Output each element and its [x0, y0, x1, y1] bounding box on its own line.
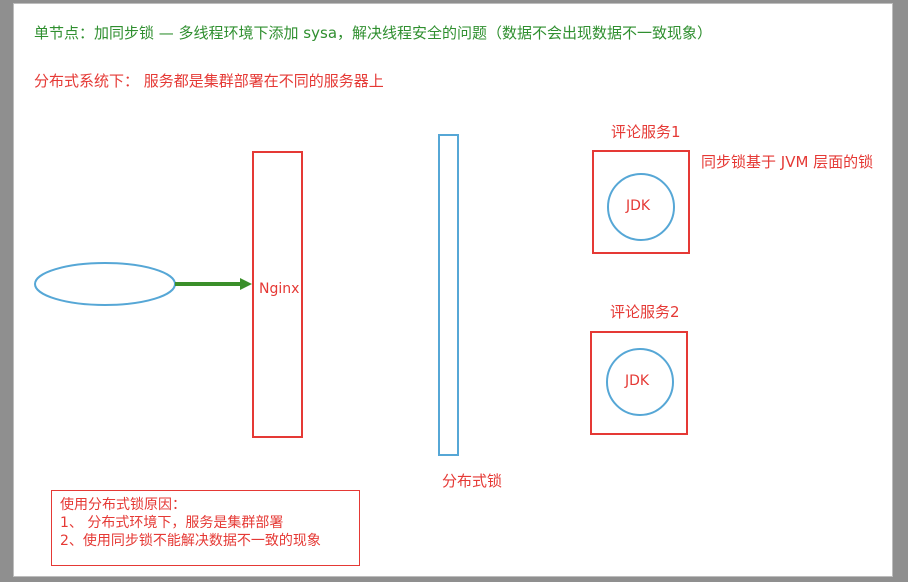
service-1-box: [592, 150, 690, 254]
service-2-jdk-circle: [606, 348, 674, 416]
sync-lock-note: 同步锁基于 JVM 层面的锁: [701, 153, 874, 171]
reasons-item-2: 2、使用同步锁不能解决数据不一致的现象: [60, 533, 321, 549]
request-arrow: [175, 278, 252, 290]
client-to-nginx-svg: [34, 262, 252, 306]
service-2-jdk-label: JDK: [625, 373, 650, 389]
header-line-1: 单节点：加同步锁 — 多线程环境下添加 sysa，解决线程安全的问题（数据不会出…: [34, 24, 713, 42]
service-1-jdk-label: JDK: [626, 198, 651, 214]
reasons-item-1: 1、 分布式环境下，服务是集群部署: [60, 515, 284, 531]
header-line-2: 分布式系统下： 服务都是集群部署在不同的服务器上: [34, 72, 384, 90]
service-1-jdk-circle: [607, 173, 675, 241]
nginx-box: [252, 151, 303, 438]
service-2-box: [590, 331, 688, 435]
distributed-lock-label: 分布式锁: [442, 472, 503, 490]
service-2-title: 评论服务2: [610, 303, 680, 321]
reasons-title: 使用分布式锁原因：: [60, 497, 186, 513]
diagram-canvas: 单节点：加同步锁 — 多线程环境下添加 sysa，解决线程安全的问题（数据不会出…: [13, 3, 893, 577]
service-1-title: 评论服务1: [611, 123, 681, 141]
nginx-label: Nginx: [259, 281, 300, 297]
reasons-box: 使用分布式锁原因： 1、 分布式环境下，服务是集群部署 2、使用同步锁不能解决数…: [51, 490, 360, 566]
distributed-lock-bar: [438, 134, 459, 456]
client-ellipse: [34, 262, 176, 306]
